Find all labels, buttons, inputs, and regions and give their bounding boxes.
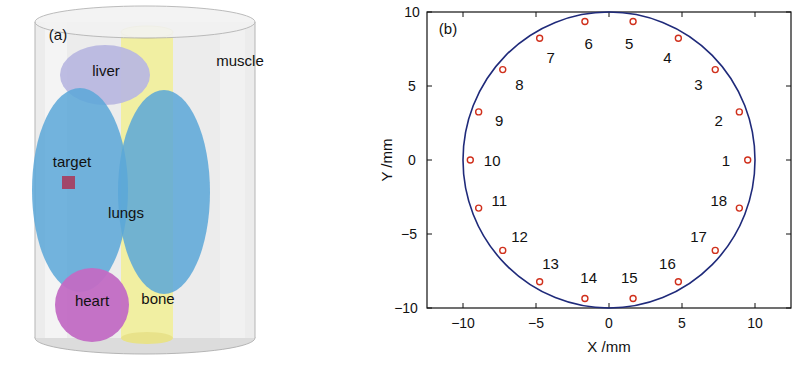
tick-label: −10 [451,316,475,330]
callout-number: 18 [710,193,727,208]
detector-point [467,157,473,163]
tick-label: −5 [528,316,544,330]
detector-point [712,67,718,73]
tick-label: 0 [605,316,613,330]
detector-point [500,247,506,253]
tick-mark [463,303,464,308]
tick-label: −5 [401,227,417,241]
tick-label: 0 [408,153,416,167]
organ-label: lungs [108,205,144,220]
callout-number: 2 [715,112,723,127]
tick-mark [682,12,683,17]
callout-number: 17 [690,229,707,244]
callout-number: 10 [484,153,501,168]
organ-label: bone [141,291,174,306]
boundary-circle [463,12,755,308]
tick-label: 5 [678,316,686,330]
tick-mark [786,234,791,235]
tick-label: −10 [394,301,418,315]
detector-point [736,109,742,115]
detector-point [537,35,543,41]
detector-point [476,205,482,211]
callout-number: 12 [511,229,528,244]
axis-title: Y /mm [379,138,394,181]
detector-point [582,19,588,25]
detector-point [675,35,681,41]
callout-number: 16 [659,255,676,270]
tick-mark [786,12,791,13]
plot-axes [427,12,791,308]
organ-label: muscle [216,53,264,68]
detector-point [745,157,751,163]
callout-number: 11 [491,193,507,208]
callout-number: 7 [546,50,554,65]
tick-mark [755,303,756,308]
tick-mark [463,12,464,17]
detector-point [675,279,681,285]
callout-number: 9 [495,112,503,127]
callout-number: 4 [663,50,671,65]
detector-point [476,109,482,115]
callout-number: 1 [722,153,730,168]
detector-point [712,247,718,253]
callout-number: 6 [585,36,593,51]
detector-point [630,19,636,25]
detector-point [582,295,588,301]
tick-mark [427,308,432,309]
tick-mark [536,12,537,17]
detector-point [500,67,506,73]
callout-number: 14 [580,269,597,284]
tick-mark [786,86,791,87]
detector-point [630,295,636,301]
panel-label: (a) [49,27,67,42]
detector-points [467,19,750,302]
callout-number: 3 [694,76,702,91]
detector-point [736,205,742,211]
tick-mark [427,160,432,161]
tick-mark [536,303,537,308]
organ-label: liver [92,63,120,78]
axis-title: X /mm [587,339,630,354]
panel-label: (b) [439,21,457,36]
callout-number: 15 [621,269,638,284]
callout-number: 13 [542,255,559,270]
tick-label: 10 [747,316,763,330]
tick-mark [755,12,756,17]
tick-label: 10 [404,5,420,19]
tick-mark [427,234,432,235]
tick-mark [786,160,791,161]
detector-point [537,279,543,285]
tick-mark [786,308,791,309]
tick-label: 5 [408,79,416,93]
tick-mark [427,12,432,13]
callout-number: 8 [515,76,523,91]
tick-mark [682,303,683,308]
callout-number: 5 [625,36,633,51]
organ-label: target [53,154,91,169]
organ-label: heart [75,293,109,308]
tick-mark [427,86,432,87]
